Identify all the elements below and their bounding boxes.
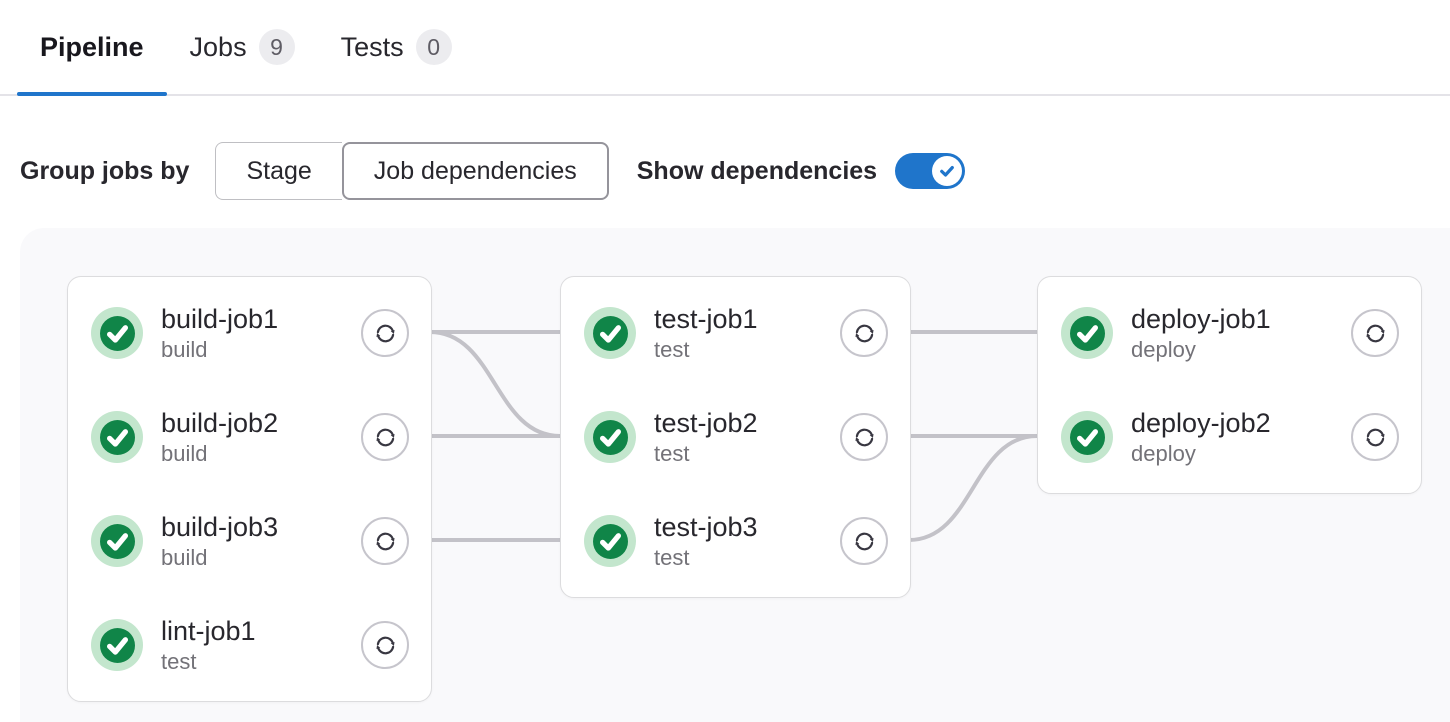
job-text: build-job3 build: [161, 511, 278, 571]
status-success-icon: [91, 411, 143, 463]
retry-button[interactable]: [840, 517, 888, 565]
check-circle-icon: [99, 523, 135, 559]
status-success-icon: [584, 307, 636, 359]
graph-controls: Group jobs by Stage Job dependencies Sho…: [20, 142, 1450, 200]
tests-count-badge: 0: [415, 29, 452, 65]
job-name-link[interactable]: lint-job1: [161, 616, 256, 646]
retry-icon: [1365, 324, 1385, 342]
job-text: test-job3 test: [654, 511, 758, 571]
tab-jobs-label: Jobs: [189, 31, 247, 62]
retry-icon: [854, 428, 874, 446]
segment-job-dependencies-button[interactable]: Job dependencies: [341, 142, 609, 200]
toggle-check-icon: [940, 166, 954, 177]
retry-icon: [375, 636, 395, 654]
retry-button[interactable]: [840, 309, 888, 357]
job-row: deploy-job2 deploy: [1038, 385, 1421, 489]
pipeline-tabs: Pipeline Jobs 9 Tests 0: [0, 0, 1450, 96]
job-stage-label: build: [161, 337, 208, 362]
job-text: test-job2 test: [654, 407, 758, 467]
job-text: test-job1 test: [654, 303, 758, 363]
check-circle-icon: [99, 315, 135, 351]
status-success-icon: [91, 619, 143, 671]
job-row: build-job3 build: [68, 489, 431, 593]
job-stage-label: test: [654, 545, 690, 570]
dependency-lines: [429, 330, 1038, 542]
group-jobs-by-segmented-control: Stage Job dependencies: [215, 142, 609, 200]
job-stage-label: deploy: [1131, 441, 1196, 466]
job-stage-label: build: [161, 545, 208, 570]
job-text: deploy-job2 deploy: [1131, 407, 1271, 467]
job-group-card: test-job1 test test-job2 test test-job3 test: [560, 276, 911, 598]
retry-button[interactable]: [361, 517, 409, 565]
status-success-icon: [584, 515, 636, 567]
segment-stage-button[interactable]: Stage: [215, 142, 342, 200]
retry-button[interactable]: [361, 309, 409, 357]
job-stage-label: test: [654, 441, 690, 466]
tab-jobs[interactable]: Jobs 9: [167, 0, 318, 94]
retry-icon: [854, 324, 874, 342]
show-dependencies-toggle[interactable]: [895, 153, 966, 189]
job-group-card: deploy-job1 deploy deploy-job2 deploy: [1037, 276, 1422, 494]
job-name-link[interactable]: test-job3: [654, 512, 758, 542]
job-row: test-job1 test: [561, 281, 910, 385]
retry-icon: [375, 324, 395, 342]
job-name-link[interactable]: test-job1: [654, 304, 758, 334]
retry-button[interactable]: [840, 413, 888, 461]
tab-tests[interactable]: Tests 0: [318, 0, 475, 94]
tab-pipeline[interactable]: Pipeline: [17, 0, 167, 96]
check-circle-icon: [1069, 315, 1105, 351]
job-name-link[interactable]: test-job2: [654, 408, 758, 438]
job-row: test-job2 test: [561, 385, 910, 489]
retry-button[interactable]: [361, 413, 409, 461]
job-text: lint-job1 test: [161, 615, 256, 675]
job-stage-label: build: [161, 441, 208, 466]
job-name-link[interactable]: build-job2: [161, 408, 279, 438]
status-success-icon: [91, 515, 143, 567]
retry-icon: [375, 532, 395, 550]
job-row: build-job2 build: [68, 385, 431, 489]
status-success-icon: [1061, 411, 1113, 463]
retry-button[interactable]: [1351, 413, 1399, 461]
status-success-icon: [1061, 307, 1113, 359]
job-stage-label: deploy: [1131, 337, 1196, 362]
check-circle-icon: [592, 419, 628, 455]
job-row: build-job1 build: [68, 281, 431, 385]
job-name-link[interactable]: build-job1: [161, 304, 279, 334]
job-row: deploy-job1 deploy: [1038, 281, 1421, 385]
tab-pipeline-label: Pipeline: [40, 31, 144, 62]
show-dependencies-label: Show dependencies: [636, 156, 878, 185]
dependency-link: [429, 330, 561, 438]
job-text: build-job2 build: [161, 407, 278, 467]
check-circle-icon: [99, 419, 135, 455]
check-circle-icon: [1069, 419, 1105, 455]
retry-icon: [854, 532, 874, 550]
job-stage-label: test: [654, 337, 690, 362]
job-row: test-job3 test: [561, 489, 910, 593]
job-row: lint-job1 test: [68, 593, 431, 697]
toggle-knob: [932, 156, 963, 186]
job-name-link[interactable]: build-job3: [161, 512, 279, 542]
job-name-link[interactable]: deploy-job2: [1131, 408, 1271, 438]
job-name-link[interactable]: deploy-job1: [1131, 304, 1271, 334]
retry-button[interactable]: [1351, 309, 1399, 357]
retry-icon: [375, 428, 395, 446]
retry-button[interactable]: [361, 621, 409, 669]
dependency-link: [908, 434, 1038, 542]
job-text: build-job1 build: [161, 303, 278, 363]
status-success-icon: [91, 307, 143, 359]
status-success-icon: [584, 411, 636, 463]
group-jobs-by-label: Group jobs by: [20, 156, 190, 185]
tab-tests-label: Tests: [340, 31, 404, 62]
job-stage-label: test: [161, 649, 197, 674]
check-circle-icon: [592, 523, 628, 559]
check-circle-icon: [99, 627, 135, 663]
retry-icon: [1365, 428, 1385, 446]
check-circle-icon: [592, 315, 628, 351]
jobs-count-badge: 9: [258, 29, 295, 65]
job-text: deploy-job1 deploy: [1131, 303, 1271, 363]
